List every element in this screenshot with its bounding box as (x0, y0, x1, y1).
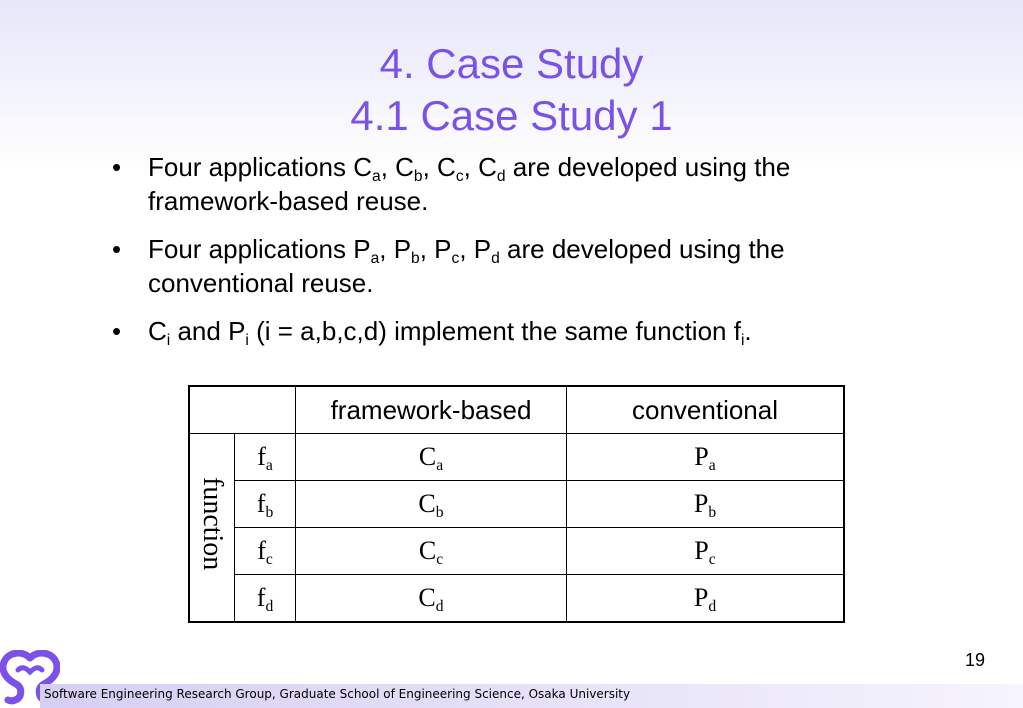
bullet-text: , P (459, 234, 492, 264)
conventional-cell: Pc (566, 527, 845, 575)
title-line-1: 4. Case Study (379, 40, 644, 87)
bullet-text: are developed using the conventional reu… (148, 234, 785, 298)
subscript: i (740, 331, 745, 349)
bullet-text: , C (463, 152, 497, 182)
subscript: a (372, 167, 381, 185)
header-conventional: conventional (566, 385, 845, 434)
bullet-text: C (148, 316, 167, 346)
bullet-text: and P (170, 316, 246, 346)
bullet-text: , P (419, 234, 452, 264)
bullet-item-2: •Four applications Pa, Pb, Pc, Pd are de… (112, 232, 912, 300)
title-line-2: 4.1 Case Study 1 (350, 92, 673, 139)
bullet-text: . (744, 316, 752, 346)
function-cell: fc (234, 527, 296, 575)
subscript: i (166, 331, 171, 349)
subscript: a (370, 249, 380, 267)
bullet-text: , C (422, 152, 456, 182)
bullet-text: Four applications C (148, 152, 372, 182)
header-framework-based: framework-based (295, 385, 567, 434)
table-row: fd Cd Pd (189, 574, 845, 623)
framework-cell: Cd (295, 574, 567, 623)
subscript: b (411, 249, 420, 267)
footer-text: Software Engineering Research Group, Gra… (44, 687, 631, 701)
framework-cell: Cc (295, 527, 567, 575)
comparison-table: framework-based conventional function fa… (188, 385, 845, 623)
bullet-text: (i = a,b,c,d) implement the same functio… (248, 316, 741, 346)
function-cell: fa (234, 433, 296, 481)
framework-cell: Cb (295, 480, 567, 528)
table-row: fb Cb Pb (189, 480, 845, 528)
bullet-list: •Four applications Ca, Cb, Cc, Cd are de… (112, 150, 912, 362)
table-header-row: framework-based conventional (188, 385, 845, 434)
function-row-label: function (188, 433, 235, 623)
bullet-dot-icon: • (112, 316, 122, 346)
table-row: function fa Ca Pa (188, 433, 845, 623)
conventional-cell: Pd (566, 574, 845, 623)
slide-title: 4. Case Study 4.1 Case Study 1 (0, 38, 1023, 142)
page-number: 19 (965, 650, 986, 670)
subscript: d (496, 167, 506, 185)
function-cell: fd (234, 574, 296, 623)
bullet-text: , C (380, 152, 414, 182)
footer-band: Software Engineering Research Group, Gra… (40, 684, 1023, 708)
subscript: b (413, 167, 423, 185)
table-row: fc Cc Pc (189, 527, 845, 575)
bullet-dot-icon: • (112, 234, 122, 264)
bullet-item-3: •Ci and Pi (i = a,b,c,d) implement the s… (112, 314, 912, 348)
bullet-dot-icon: • (112, 152, 122, 182)
bullet-item-1: •Four applications Ca, Cb, Cc, Cd are de… (112, 150, 912, 218)
function-label-text: function (197, 477, 228, 571)
function-cell: fb (234, 480, 296, 528)
subscript: d (491, 249, 500, 267)
table-corner-cell (188, 385, 296, 434)
framework-cell: Ca (295, 433, 567, 481)
bullet-text: , P (379, 234, 412, 264)
bullet-text: are developed using the framework-based … (148, 152, 791, 216)
subscript: c (455, 167, 464, 185)
bullet-text: Four applications P (148, 234, 371, 264)
conventional-cell: Pa (566, 433, 845, 481)
subscript: i (245, 331, 249, 349)
conventional-cell: Pb (566, 480, 845, 528)
subscript: c (451, 249, 460, 267)
